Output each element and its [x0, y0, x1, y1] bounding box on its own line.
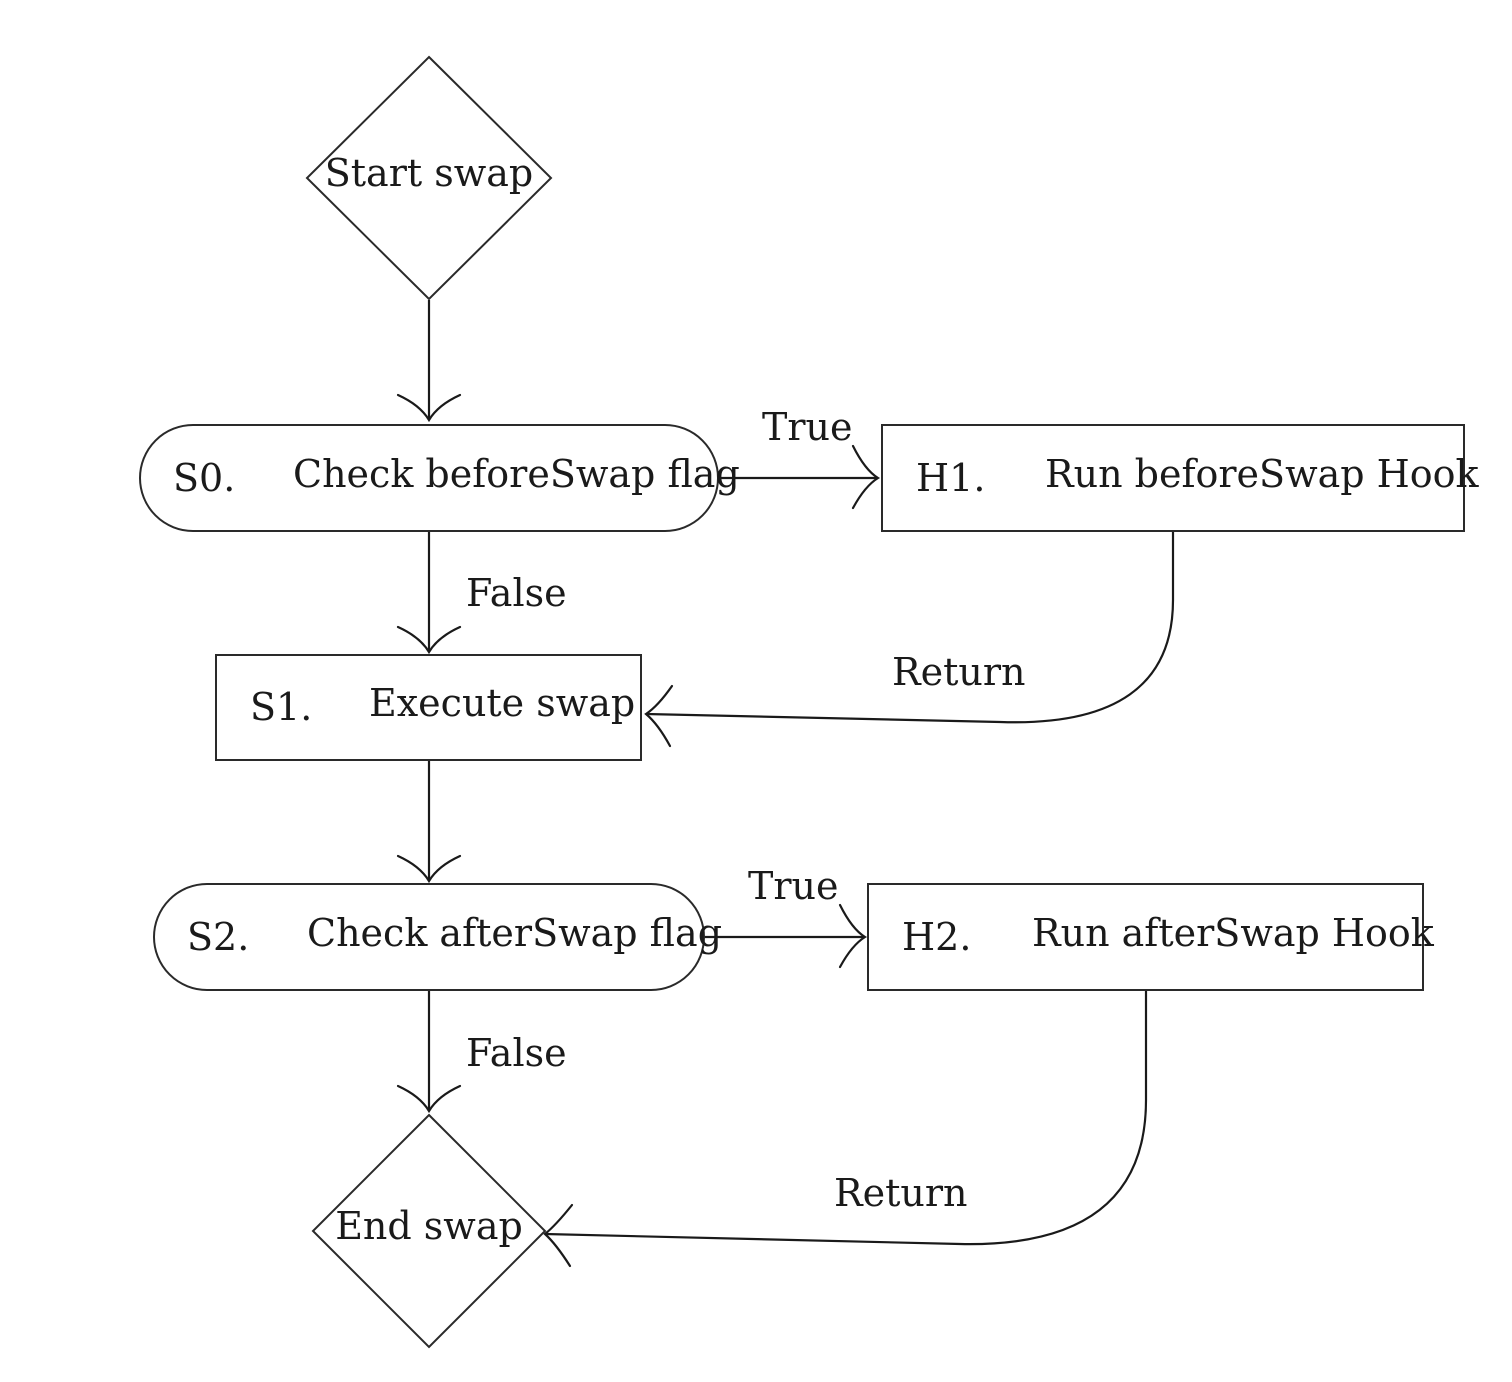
edge-label-return: Return	[834, 1171, 967, 1215]
node-label: Run beforeSwap Hook	[1045, 452, 1480, 496]
arrowhead-icon	[396, 854, 462, 884]
edge-start-to-s0	[396, 300, 462, 423]
node-label: End swap	[335, 1204, 523, 1248]
node-label: Execute swap	[369, 681, 635, 725]
node-s2: S2. Check afterSwap flag	[153, 883, 722, 991]
edge-label-false: False	[466, 571, 567, 615]
node-end-swap: End swap	[311, 1113, 547, 1349]
node-id: S1.	[250, 685, 312, 729]
edge-s0-true-to-h1: True	[718, 405, 881, 510]
node-start-swap: Start swap	[305, 55, 553, 301]
node-s0: S0. Check beforeSwap flag	[139, 424, 740, 532]
arrowhead-icon	[543, 1203, 574, 1268]
arrowhead-icon	[396, 1084, 462, 1114]
edge-h1-return-to-s1: Return	[644, 531, 1175, 748]
node-label: Check beforeSwap flag	[293, 452, 740, 496]
node-id: H1.	[916, 456, 985, 500]
arrowhead-icon	[851, 444, 881, 510]
node-label: Start swap	[325, 151, 533, 195]
node-label: Run afterSwap Hook	[1032, 911, 1435, 955]
edge-s2-true-to-h2: True	[704, 864, 868, 969]
edge-h2-return-to-end: Return	[543, 990, 1148, 1268]
node-id: S2.	[187, 915, 249, 959]
node-h1: H1. Run beforeSwap Hook	[881, 424, 1480, 532]
node-id: H2.	[902, 915, 971, 959]
edge-label-true: True	[748, 864, 838, 908]
arrowhead-icon	[396, 393, 462, 423]
node-h2: H2. Run afterSwap Hook	[867, 883, 1435, 991]
arrowhead-icon	[838, 903, 868, 969]
edge-label-true: True	[762, 405, 852, 449]
arrowhead-icon	[396, 625, 462, 655]
edge-label-false: False	[466, 1031, 567, 1075]
edge-s2-false-to-end: False	[396, 990, 567, 1114]
arrowhead-icon	[644, 684, 674, 748]
edge-s0-false-to-s1: False	[396, 531, 567, 655]
node-label: Check afterSwap flag	[307, 911, 722, 955]
edge-s1-to-s2	[396, 760, 462, 884]
node-s1: S1. Execute swap	[215, 654, 642, 761]
node-id: S0.	[173, 456, 235, 500]
edge-label-return: Return	[892, 650, 1025, 694]
